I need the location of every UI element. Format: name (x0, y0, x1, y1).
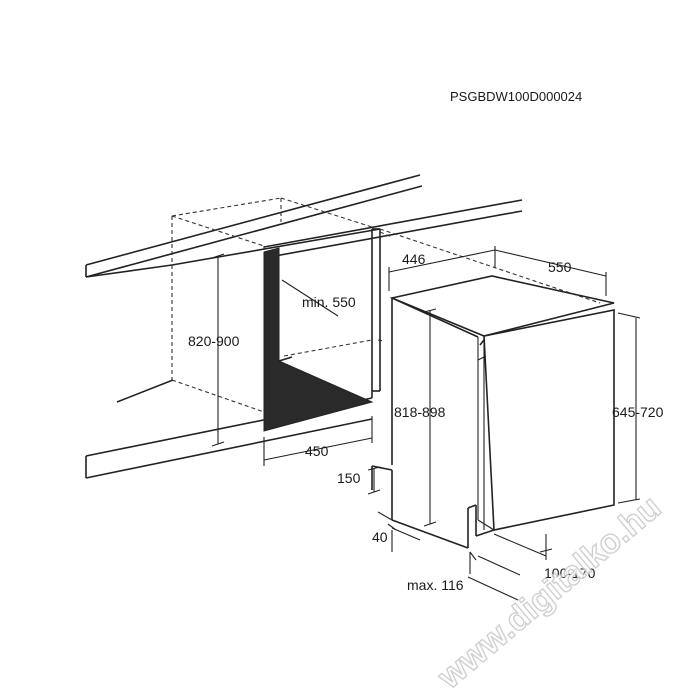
plinth-adjust-label: 100-170 (544, 565, 596, 581)
plinth-recess-label: 40 (372, 529, 388, 545)
appliance-body-height-label: 645-720 (612, 404, 664, 420)
appliance-depth-label: 550 (548, 259, 572, 275)
appliance-height-dimension: 818-898 (394, 308, 446, 527)
niche-height-label: 820-900 (188, 333, 240, 349)
door-max-label: max. 116 (407, 577, 464, 593)
cabinet-niche (85, 174, 601, 479)
niche-width-dimension: 450 (263, 416, 373, 466)
plinth-height-dimension: 150 (337, 466, 381, 495)
plinth-height-label: 150 (337, 470, 361, 486)
appliance-width-dimension: 446 (388, 246, 496, 291)
cabinet-side-panel (263, 247, 374, 432)
plinth-recess-dimension: 40 (372, 511, 421, 545)
appliance-width-label: 446 (402, 251, 426, 267)
niche-depth-dimension: min. 550 (281, 279, 356, 317)
plinth-adjust-dimension: 100-170 (469, 533, 596, 581)
product-code: PSGBDW100D000024 (450, 89, 582, 104)
watermark: www.digitalko.hu (430, 488, 668, 697)
niche-depth-label: min. 550 (302, 294, 356, 310)
appliance-body-height-dimension: 645-720 (612, 312, 664, 504)
appliance-depth-dimension: 550 (494, 249, 607, 296)
niche-width-label: 450 (305, 443, 329, 459)
dishwasher-appliance (371, 275, 615, 549)
appliance-height-label: 818-898 (394, 404, 446, 420)
door-max-dimension: max. 116 (391, 530, 521, 601)
niche-height-dimension: 820-900 (188, 253, 240, 447)
